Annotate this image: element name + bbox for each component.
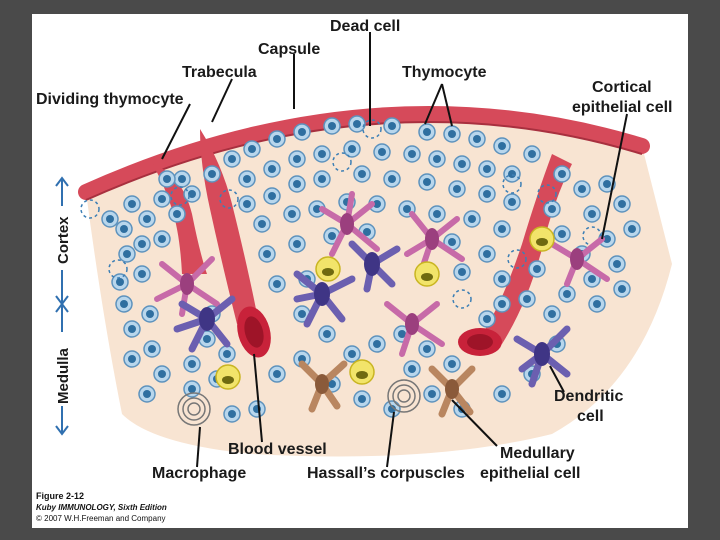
label-dead-cell: Dead cell [330, 18, 400, 35]
label-thymocyte: Thymocyte [402, 64, 487, 81]
leader-lines [161, 32, 628, 468]
dead-cells [80, 119, 602, 309]
figure-number: Figure 2-12 [36, 491, 85, 501]
hassalls-corpuscles [177, 379, 421, 426]
capsule [78, 106, 650, 200]
label-medulla: Medulla [55, 348, 72, 404]
figure-panel: Dead cell Capsule Trabecula Thymocyte Di… [32, 14, 688, 528]
dendritic-cells [173, 240, 571, 388]
label-macrophage: Macrophage [152, 465, 246, 482]
cortical-epithelial-cells [154, 191, 610, 357]
thymocytes [101, 115, 641, 423]
label-cortex: Cortex [55, 216, 72, 264]
book-title: Kuby IMMUNOLOGY, Sixth Edition [36, 503, 167, 512]
macrophages [215, 226, 555, 390]
label-blood-vessel: Blood vessel [228, 441, 327, 458]
copyright: © 2007 W.H.Freeman and Company [36, 514, 166, 523]
label-medullary-line2: epithelial cell [480, 465, 580, 482]
thymus-diagram: Dead cell Capsule Trabecula Thymocyte Di… [36, 18, 672, 482]
label-dividing-thymocyte: Dividing thymocyte [36, 91, 184, 108]
label-hassalls-corpuscles: Hassall’s corpuscles [307, 465, 465, 482]
label-dendritic-line2: cell [577, 408, 604, 425]
label-medullary-line1: Medullary [500, 445, 575, 462]
label-capsule: Capsule [258, 41, 320, 58]
label-dendritic-line1: Dendritic [554, 388, 623, 405]
label-cortical-line1: Cortical [592, 79, 652, 96]
medullary-epithelial-cells [298, 360, 476, 418]
label-trabecula: Trabecula [182, 64, 257, 81]
label-cortical-line2: epithelial cell [572, 99, 672, 116]
